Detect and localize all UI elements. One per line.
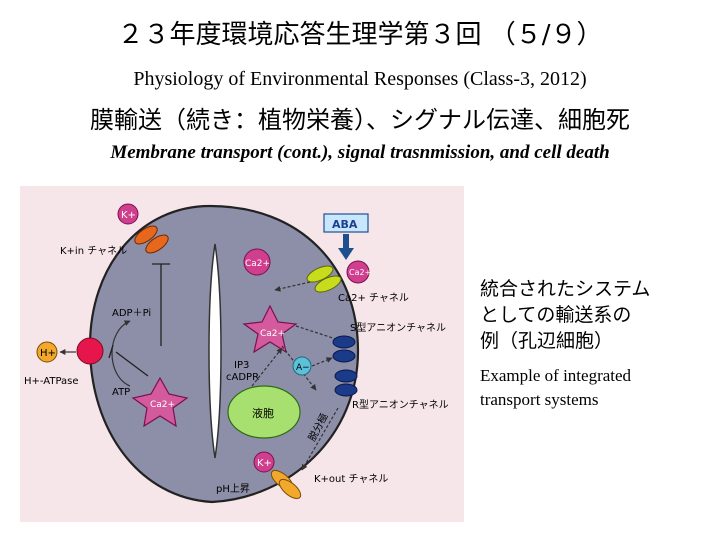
- ca-star-lower: [131, 376, 189, 428]
- ca-center-label: Ca2+: [260, 329, 285, 339]
- r-type-anion-channel: [334, 369, 358, 397]
- k-out-channel-label: K+out チャネル: [314, 473, 388, 485]
- k-ion-top: [117, 203, 139, 225]
- slide-subtitle-jp: 膜輸送（続き：植物栄養）、シグナル伝達、細胞死: [90, 106, 630, 134]
- s-type-anion-channel: [332, 335, 356, 363]
- ip3-label: IP3: [234, 360, 249, 371]
- slide-title-en: Physiology of Environmental Responses (C…: [133, 68, 587, 90]
- side-note-jp: 統合されたシステム としての輸送系の 例（孔辺細胞）: [480, 278, 651, 352]
- ph-rise-label: pH上昇: [216, 483, 250, 495]
- slide-title-jp: ２３年度環境応答生理学第３回 （５/９）: [117, 20, 603, 50]
- ca-star-center: [242, 304, 298, 354]
- h-plus-label: H+: [40, 348, 56, 359]
- anion-ion: [292, 356, 312, 376]
- slide-subtitle-en: Membrane transport (cont.), signal trasn…: [110, 142, 610, 163]
- s-anion-label: S型アニオンチャネル: [350, 321, 446, 334]
- aba-label: ABA: [332, 218, 358, 231]
- vacuole: [227, 385, 301, 439]
- k-ion-bottom: [253, 451, 275, 473]
- stomatal-pore: [208, 243, 222, 459]
- r-anion-label: R型アニオンチャネル: [352, 398, 449, 411]
- vacuole-label: 液胞: [252, 406, 274, 420]
- aba-box: [323, 213, 369, 233]
- k-out-channel: [270, 469, 302, 500]
- ca-channel-label: Ca2+ チャネル: [338, 292, 409, 304]
- atp-label: ATP: [112, 387, 130, 398]
- a-minus-label: A−: [296, 363, 310, 373]
- k-in-channel-label: K+in チャネル: [60, 245, 127, 257]
- k-plus-top-label: K+: [121, 210, 136, 221]
- ca-ion-left: [243, 248, 271, 276]
- k-in-channel: [134, 225, 169, 254]
- ca-left-label: Ca2+: [245, 259, 270, 269]
- h-atpase-pump: [76, 337, 104, 365]
- adp-pi-label: ADP＋Pi: [112, 308, 151, 319]
- side-note-en: Example of integrated transport systems: [480, 366, 632, 409]
- ca-right-label: Ca2+: [349, 268, 371, 277]
- k-plus-bottom-label: K+: [257, 458, 272, 469]
- ca-lower-label: Ca2+: [150, 400, 175, 410]
- ca-channel: [306, 265, 342, 293]
- cadpr-label: cADPR: [226, 372, 259, 383]
- ca-ion-right: [346, 260, 370, 284]
- guard-cell-diagram: K+ K+in チャネル ABA Ca2+ Ca2+ チャネル Ca2+ Ca2…: [20, 186, 464, 522]
- h-ion: [36, 341, 58, 363]
- inhibition-line-atpase: [115, 351, 149, 377]
- h-atpase-label: H+-ATPase: [24, 376, 79, 387]
